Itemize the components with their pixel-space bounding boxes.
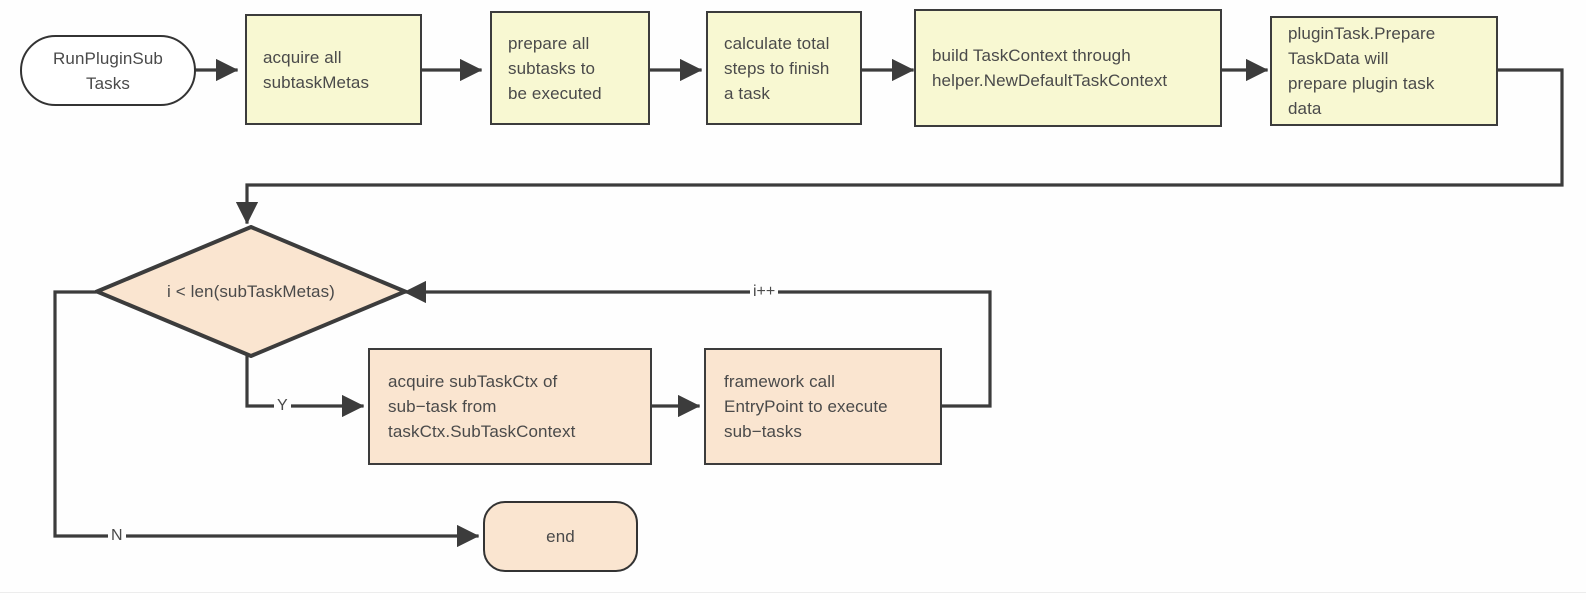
edge-preparedata-to-loopcheck: [235, 68, 1564, 225]
edge-loopcheck-yes-to-subtaskctx: [245, 355, 365, 418]
node-prepare-subtasks[interactable]: prepare all subtasks to be executed: [490, 11, 650, 125]
node-acquire-subtask-metas-label: acquire all subtaskMetas: [263, 47, 370, 92]
node-build-task-context[interactable]: build TaskContext through helper.NewDefa…: [914, 9, 1222, 127]
node-prepare-task-data-label: pluginTask.Prepare TaskData will prepare…: [1288, 24, 1436, 118]
edge-label-no: N: [108, 528, 126, 544]
node-framework-call-entrypoint-label: framework call EntryPoint to execute sub…: [724, 372, 888, 441]
node-acquire-subtask-ctx-label: acquire subTaskCtx of sub−task from task…: [388, 372, 576, 441]
node-start-label: RunPluginSub Tasks: [53, 48, 163, 93]
node-calculate-total-steps-label: calculate total steps to finish a task: [724, 33, 830, 103]
node-end-label: end: [546, 527, 575, 546]
node-prepare-subtasks-label: prepare all subtasks to be executed: [508, 33, 602, 103]
edge-loopcheck-no-to-end: [53, 290, 480, 548]
node-prepare-task-data[interactable]: pluginTask.Prepare TaskData will prepare…: [1270, 16, 1498, 126]
node-framework-call-entrypoint[interactable]: framework call EntryPoint to execute sub…: [704, 348, 942, 465]
node-start[interactable]: RunPluginSub Tasks: [20, 35, 196, 106]
node-build-task-context-label: build TaskContext through helper.NewDefa…: [932, 46, 1168, 90]
node-calculate-total-steps[interactable]: calculate total steps to finish a task: [706, 11, 862, 125]
node-end[interactable]: end: [483, 501, 638, 572]
edge-entrypoint-to-loopcheck: [403, 280, 992, 408]
edge-label-increment: i++: [750, 284, 779, 300]
edge-label-yes: Y: [274, 398, 291, 414]
node-acquire-subtask-metas[interactable]: acquire all subtaskMetas: [245, 14, 422, 125]
node-acquire-subtask-ctx[interactable]: acquire subTaskCtx of sub−task from task…: [368, 348, 652, 465]
bottom-divider: [0, 592, 1586, 593]
